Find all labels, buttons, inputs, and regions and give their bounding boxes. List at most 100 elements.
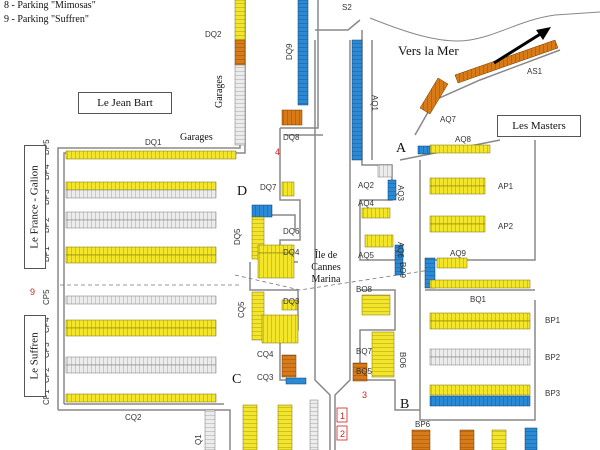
dock-bq6: BO6 [398, 352, 407, 369]
pontoon-dq1 [65, 150, 237, 160]
dock-aq6: AQ6 [396, 242, 405, 259]
dock-bo8: BO8 [356, 285, 373, 294]
dock-aq3: AQ3 [396, 185, 405, 202]
island-line-2: Cannes [311, 262, 341, 273]
dock-dq6: DQ6 [283, 227, 300, 236]
dock-cq1: Q1 [194, 434, 203, 445]
quay-island-top [315, 19, 361, 31]
pontoon-bq1 [429, 279, 531, 289]
zone-d: D [237, 184, 247, 199]
dock-cp4: CP4 [42, 317, 51, 333]
pontoon-aq2-grey [377, 164, 393, 178]
quay-aq-left [359, 30, 395, 261]
island-line-3: Marina [312, 274, 341, 285]
pontoon-bottom-4 [459, 429, 475, 450]
pontoon-bottom-5 [491, 429, 507, 450]
pontoon-ap1-a [429, 177, 486, 187]
dock-aq1: AQ1 [370, 95, 379, 112]
marker-2: 2 [340, 429, 345, 439]
pontoon-bo8 [361, 294, 391, 316]
pontoon-cq4 [261, 314, 299, 344]
pontoon-cp2-a [65, 356, 217, 366]
dock-dq7: DQ7 [260, 183, 277, 192]
pontoon-aq6 [394, 244, 404, 276]
pontoon-dp4-a [65, 211, 217, 221]
building-masters: Les Masters [497, 115, 581, 137]
pontoon-aq4 [361, 207, 391, 219]
dock-cp2: CP2 [42, 367, 51, 383]
quay-right-vertical [419, 160, 536, 421]
dock-dq9: DQ9 [285, 43, 294, 60]
dock-bq5: BQ5 [356, 367, 373, 376]
building-jean-bart: Le Jean Bart [78, 92, 172, 114]
pontoon-aq1 [351, 39, 363, 161]
dock-dp5: DP5 [42, 139, 51, 155]
pontoon-cp5 [65, 295, 217, 305]
pontoon-dp5-a [65, 181, 217, 191]
dock-aq4: AQ4 [358, 199, 375, 208]
dock-dp4: DP4 [42, 164, 51, 180]
pontoon-cp2-b [65, 364, 217, 374]
pontoon-cp4-b [65, 327, 217, 337]
pontoon-bottom-3 [309, 399, 319, 450]
garages-label-b: Garages [214, 75, 225, 108]
pontoon-ap2-b [429, 223, 486, 233]
pontoons [65, 0, 559, 450]
dock-bq1: BQ1 [470, 295, 487, 304]
labels: Île de Cannes Marina Vers la Mer Garages… [30, 3, 561, 445]
dock-dq8: DQ8 [283, 133, 300, 142]
pontoon-ap1-b [429, 185, 486, 195]
dock-dp2: DP2 [42, 217, 51, 233]
sea-arrow-icon [493, 27, 551, 65]
dashed-paths [60, 269, 431, 291]
marker-3: 3 [362, 390, 367, 400]
pontoon-aq9 [436, 257, 468, 269]
dock-cp3: CP3 [42, 342, 51, 358]
marker-box-2 [336, 425, 348, 441]
dock-dq1: DQ1 [145, 138, 162, 147]
pontoon-bp3-b [429, 395, 531, 407]
zone-c: C [232, 372, 241, 387]
quay-island-right [334, 40, 351, 450]
pontoon-bottom-2 [277, 404, 293, 450]
dock-dq2: DQ2 [205, 30, 222, 39]
building-suffren: Le Suffren [24, 315, 46, 397]
dock-cp1: CP1 [42, 389, 51, 405]
pontoon-bp2-a [429, 348, 531, 358]
dock-dp1: DP1 [42, 246, 51, 262]
building-france-galion: Le France - Galion [24, 145, 46, 269]
quay-dq1-inner [63, 0, 246, 404]
pontoon-cp4-a [65, 319, 217, 329]
dock-bp2: BP2 [545, 353, 561, 362]
dock-dq4: DQ4 [283, 248, 300, 257]
dock-as1: AS1 [527, 67, 543, 76]
dock-dq3: DQ3 [283, 297, 300, 306]
marker-1: 1 [340, 411, 345, 421]
dock-bo9: BO9 [398, 262, 407, 279]
pontoon-dq9 [297, 0, 309, 106]
dock-cq5: CQ5 [237, 301, 246, 318]
pontoon-bottom-6 [524, 427, 538, 450]
dock-aq7: AQ7 [440, 115, 457, 124]
pontoon-dq2-grey [234, 64, 246, 146]
pontoon-as1 [454, 39, 559, 84]
dock-bp6: BP6 [415, 420, 431, 429]
pontoon-ap2-a [429, 215, 486, 225]
pontoon-cq3-blue [285, 377, 307, 385]
pontoon-bp6 [411, 429, 431, 450]
pontoon-bp1-b [429, 320, 531, 330]
dock-cq2: CQ2 [125, 413, 142, 422]
dock-as2: S2 [342, 3, 352, 12]
dock-bo7: BQ7 [356, 347, 373, 356]
pontoon-aq8-blue [417, 145, 431, 155]
dock-cq3: CQ3 [257, 373, 274, 382]
shoreline [369, 11, 600, 42]
pontoon-dq3 [281, 299, 298, 311]
marker-4: 4 [275, 147, 280, 157]
pontoon-dq2-orange [234, 39, 246, 66]
pontoon-aq5 [364, 234, 394, 248]
garages-label-a: Garages [180, 132, 213, 143]
dock-aq8: AQ8 [455, 135, 472, 144]
dock-cq4: CQ4 [257, 350, 274, 359]
